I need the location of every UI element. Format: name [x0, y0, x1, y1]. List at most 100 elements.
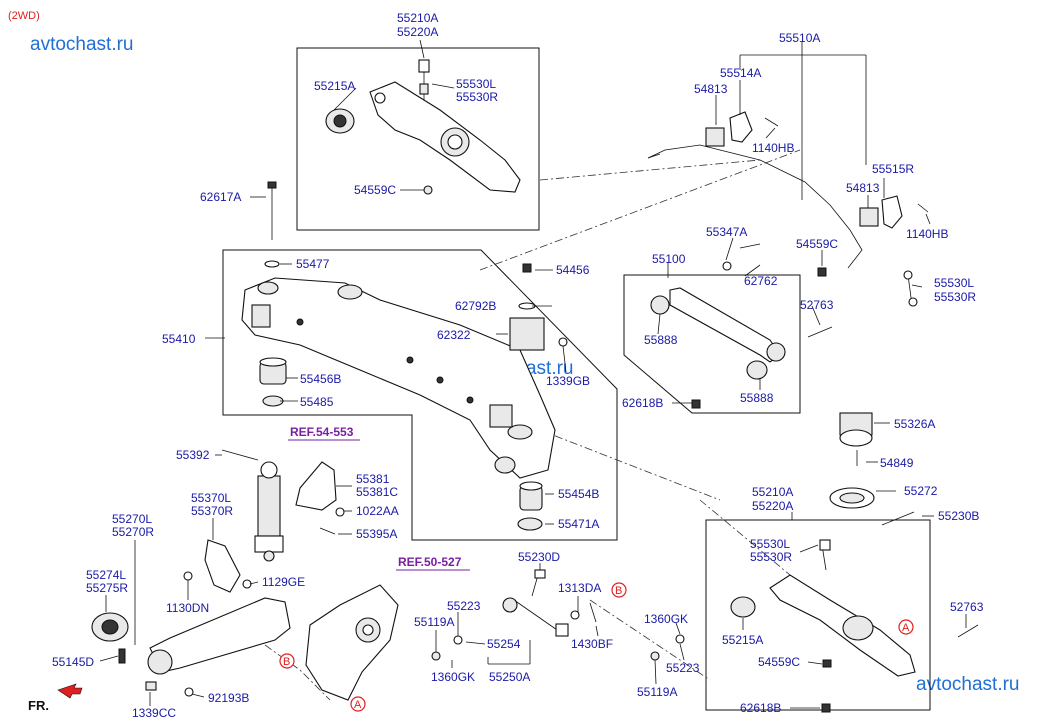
part-label[interactable]: 55485 — [300, 395, 334, 409]
part-label[interactable]: 55477 — [296, 257, 330, 271]
part-label[interactable]: 1360GK — [644, 612, 688, 626]
part-label[interactable]: 62618B — [740, 701, 781, 715]
part-label[interactable]: 55392 — [176, 448, 210, 462]
part-label[interactable]: 55223 — [666, 661, 700, 675]
part-label[interactable]: 55530L — [750, 537, 790, 551]
part-label[interactable]: 54559C — [758, 655, 800, 669]
part-label[interactable]: 55215A — [722, 633, 763, 647]
marker-b-knuckle: B — [279, 653, 295, 669]
marker-b-spindle: B — [611, 582, 627, 598]
part-label[interactable]: 55514A — [720, 66, 761, 80]
part-label[interactable]: 54559C — [354, 183, 396, 197]
part-label[interactable]: 55471A — [558, 517, 599, 531]
lower-arm-box — [705, 519, 931, 711]
part-label[interactable]: 1140HB — [906, 227, 948, 241]
part-label[interactable]: 1313DA — [558, 581, 601, 595]
part-label[interactable]: 55370R — [191, 504, 233, 518]
part-label[interactable]: 55210A — [752, 485, 793, 499]
part-label[interactable]: 55395A — [356, 527, 397, 541]
front-arrow-icon — [57, 683, 83, 699]
part-label[interactable]: 55530L — [456, 77, 496, 91]
part-label[interactable]: 55530L — [934, 276, 974, 290]
part-label[interactable]: 54813 — [694, 82, 728, 96]
part-label[interactable]: 55410 — [162, 332, 196, 346]
part-label[interactable]: 55254 — [487, 637, 521, 651]
part-label[interactable]: 55230B — [938, 509, 979, 523]
part-label[interactable]: 55223 — [447, 599, 481, 613]
lower-left-arm-drawing — [91, 539, 291, 697]
part-label[interactable]: 55275R — [86, 581, 128, 595]
crossmember-drawing — [241, 181, 568, 531]
part-label[interactable]: 1130DN — [166, 601, 209, 615]
svg-text:A: A — [354, 699, 362, 711]
part-label[interactable]: 54849 — [880, 456, 914, 470]
trailing-arm-box — [623, 274, 801, 414]
part-label[interactable]: 55370L — [191, 491, 231, 505]
part-label[interactable]: 55515R — [872, 162, 914, 176]
part-label[interactable]: 55119A — [414, 615, 454, 629]
part-label[interactable]: 1022AA — [356, 504, 399, 518]
part-label[interactable]: 1430BF — [571, 637, 613, 651]
connection-line-1 — [539, 159, 761, 181]
part-label[interactable]: 54813 — [846, 181, 880, 195]
part-label[interactable]: 55250A — [489, 670, 530, 684]
lower-control-arm-drawing — [650, 412, 979, 713]
upper-control-arm-drawing — [325, 59, 521, 195]
ref-50-527[interactable]: REF.50-527 — [398, 555, 462, 569]
variant-label: (2WD) — [8, 10, 40, 22]
stabilizer-bar-drawing — [647, 111, 929, 307]
ref-54-553[interactable]: REF.54-553 — [290, 425, 354, 439]
marker-a-knuckle: A — [350, 696, 366, 712]
part-label[interactable]: 54456 — [556, 263, 590, 277]
part-label[interactable]: 55220A — [397, 25, 438, 39]
part-label[interactable]: 55530R — [456, 90, 498, 104]
part-label[interactable]: 54559C — [796, 237, 838, 251]
part-label[interactable]: 62617A — [200, 190, 241, 204]
part-label[interactable]: 55326A — [894, 417, 935, 431]
leader-lines — [99, 39, 967, 709]
part-label[interactable]: 52763 — [800, 298, 834, 312]
part-label[interactable]: 55230D — [518, 550, 560, 564]
part-label[interactable]: 1129GE — [262, 575, 305, 589]
part-label[interactable]: 55220A — [752, 499, 793, 513]
part-label[interactable]: 55454B — [558, 487, 599, 501]
svg-text:A: A — [902, 622, 910, 634]
part-label[interactable]: 55210A — [397, 11, 438, 25]
part-label[interactable]: 55215A — [314, 79, 355, 93]
part-label[interactable]: 55347A — [706, 225, 747, 239]
part-label[interactable]: 1140HB — [752, 141, 794, 155]
knuckle-drawing — [305, 584, 399, 701]
part-label[interactable]: 55119A — [637, 685, 677, 699]
svg-text:FR.: FR. — [28, 698, 49, 713]
connection-line-5 — [264, 644, 331, 701]
part-label[interactable]: 92193B — [208, 691, 249, 705]
upper-arm-box — [296, 47, 540, 231]
watermark-bottom: avtochast.ru — [916, 674, 1020, 695]
part-label[interactable]: 62618B — [622, 396, 663, 410]
part-label[interactable]: 55272 — [904, 484, 938, 498]
marker-a-arm: A — [898, 619, 914, 635]
part-label[interactable]: 55530R — [750, 550, 792, 564]
part-label[interactable]: 1339GB — [546, 374, 590, 388]
part-label[interactable]: 55510A — [779, 31, 820, 45]
part-label[interactable]: 55381C — [356, 485, 398, 499]
crossmember-box — [222, 249, 618, 541]
part-label[interactable]: 55456B — [300, 372, 341, 386]
part-label[interactable]: 55381 — [356, 472, 390, 486]
part-label[interactable]: 52763 — [950, 600, 984, 614]
part-label[interactable]: 55888 — [644, 333, 678, 347]
part-label[interactable]: 55274L — [86, 568, 126, 582]
part-label[interactable]: 55270R — [112, 525, 154, 539]
part-label[interactable]: 55530R — [934, 290, 976, 304]
part-label[interactable]: 55888 — [740, 391, 774, 405]
part-label[interactable]: 62792B — [455, 299, 496, 313]
part-label[interactable]: 62322 — [437, 328, 471, 342]
front-direction-indicator: FR. — [28, 683, 83, 713]
part-label[interactable]: 55145D — [52, 655, 94, 669]
part-label[interactable]: 55270L — [112, 512, 152, 526]
part-label[interactable]: 62762 — [744, 274, 778, 288]
part-label[interactable]: 55100 — [652, 252, 686, 266]
watermark-top: avtochast.ru — [30, 34, 134, 55]
part-label[interactable]: 1360GK — [431, 670, 475, 684]
part-label[interactable]: 1339CC — [132, 706, 176, 720]
